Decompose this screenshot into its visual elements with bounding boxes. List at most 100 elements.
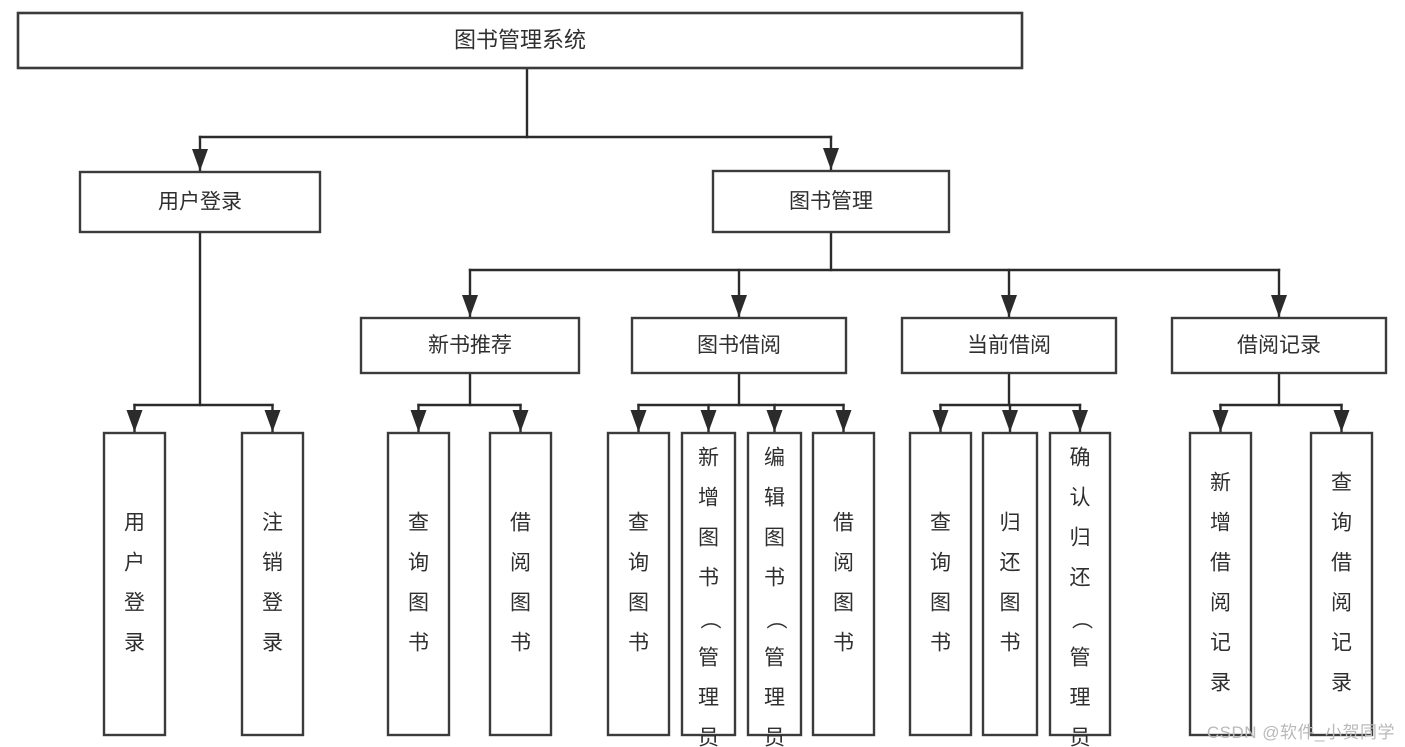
- node-label-char: 登: [124, 592, 145, 615]
- node-label-char: 理: [698, 687, 719, 710]
- node-label: 图书借阅: [697, 334, 781, 357]
- node-label-char: 图: [510, 592, 531, 615]
- node-label-char: 确: [1070, 447, 1091, 470]
- node-label-char: 阅: [833, 552, 854, 575]
- branch-node[interactable]: 当前借阅: [900, 316, 1118, 375]
- arrow-head-icon: [192, 149, 208, 171]
- node-box: [711, 169, 951, 234]
- node-label-char: 图: [833, 592, 854, 615]
- node-label-char: 登: [262, 592, 283, 615]
- connector-group: [192, 66, 839, 172]
- node-box: [900, 316, 1118, 375]
- arrow-head-icon: [1072, 410, 1088, 432]
- node-label-char: 书: [408, 632, 429, 655]
- node-box: [1188, 431, 1253, 737]
- node-label-char: 借: [1331, 552, 1352, 575]
- node-label-char: 图: [628, 592, 649, 615]
- node-box: [386, 431, 451, 737]
- node-box: [1309, 431, 1374, 737]
- node-label-char: 管: [698, 647, 719, 670]
- node-label-char: 图: [1000, 592, 1021, 615]
- branch-node[interactable]: 图书管理: [711, 169, 951, 234]
- root-node[interactable]: 图书管理系统: [16, 11, 1024, 70]
- branch-node[interactable]: 用户登录: [78, 170, 322, 234]
- node-box: [811, 431, 876, 737]
- node-box: [1170, 316, 1388, 375]
- node-label-char: 管: [764, 647, 785, 670]
- arrow-head-icon: [823, 148, 839, 170]
- node-label-char: 借: [1210, 552, 1231, 575]
- branch-node[interactable]: 图书借阅: [630, 316, 848, 375]
- node-box: [359, 316, 581, 375]
- node-box: [630, 316, 848, 375]
- node-label-char: （: [1069, 609, 1092, 630]
- node-label-char: 查: [408, 512, 429, 535]
- arrow-head-icon: [835, 410, 852, 432]
- node-label-char: 询: [1331, 512, 1352, 535]
- arrow-head-icon: [1271, 295, 1287, 317]
- branch-node[interactable]: 借阅记录: [1170, 316, 1388, 375]
- node-label-char: 阅: [510, 552, 531, 575]
- node-label-char: 书: [510, 632, 531, 655]
- node-label-char: 录: [262, 632, 283, 655]
- node-box: [606, 431, 671, 737]
- node-label-char: 销: [262, 552, 283, 575]
- connector-layer: [126, 66, 1350, 433]
- node-label-char: 询: [930, 552, 951, 575]
- node-label-char: 书: [930, 632, 951, 655]
- node-label-char: 询: [408, 552, 429, 575]
- arrow-head-icon: [731, 295, 747, 317]
- arrow-head-icon: [264, 410, 281, 432]
- node-label-char: 借: [510, 512, 531, 535]
- node-label-char: 书: [833, 632, 854, 655]
- arrow-head-icon: [1002, 410, 1018, 432]
- node-box: [908, 431, 973, 737]
- node-label-char: 借: [833, 512, 854, 535]
- node-label: 借阅记录: [1237, 334, 1321, 357]
- node-label-char: 书: [698, 567, 719, 590]
- arrow-head-icon: [410, 410, 427, 432]
- node-box: [78, 170, 322, 234]
- leaf-node[interactable]: 用户登录: [102, 431, 167, 737]
- arrow-head-icon: [512, 410, 529, 432]
- node-label-char: 认: [1070, 487, 1091, 510]
- node-label-char: 图: [764, 527, 785, 550]
- node-label-char: 注: [262, 512, 283, 535]
- connector-group: [462, 230, 1287, 318]
- arrow-head-icon: [700, 410, 717, 432]
- node-layer: 图书管理系统用户登录图书管理新书推荐图书借阅当前借阅借阅记录用户登录注销登录查询…: [16, 11, 1388, 747]
- node-label-char: 理: [1070, 687, 1091, 710]
- node-label-char: 归: [1070, 527, 1091, 550]
- node-label-char: 理: [764, 687, 785, 710]
- node-label-char: （: [698, 609, 721, 630]
- node-label-char: 录: [124, 632, 145, 655]
- node-label-char: 书: [628, 632, 649, 655]
- node-label-char: 图: [930, 592, 951, 615]
- node-label-char: 书: [1000, 632, 1021, 655]
- node-label-char: 阅: [1331, 592, 1352, 615]
- node-label-char: 新: [1210, 472, 1231, 495]
- node-label-char: 归: [1000, 512, 1021, 535]
- node-label: 当前借阅: [967, 334, 1051, 357]
- node-label-char: 阅: [1210, 592, 1231, 615]
- arrow-head-icon: [462, 295, 478, 317]
- arrow-head-icon: [1212, 410, 1229, 432]
- node-box: [488, 431, 553, 737]
- arrow-head-icon: [932, 410, 949, 432]
- node-label-char: 查: [1331, 472, 1352, 495]
- node-label: 用户登录: [158, 191, 242, 214]
- branch-node[interactable]: 新书推荐: [359, 316, 581, 375]
